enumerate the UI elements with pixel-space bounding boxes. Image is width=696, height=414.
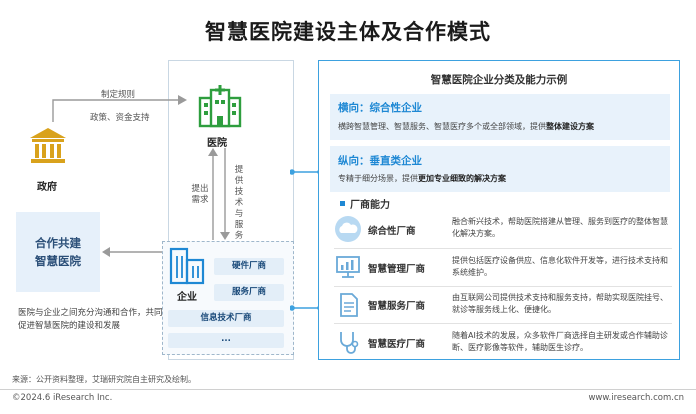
panel-title: 智慧医院企业分类及能力示例: [430, 74, 568, 86]
capability-desc-management: 提供包括医疗设备供应、信息化软件开发等，进行技术支持和系统维护。: [452, 256, 668, 277]
policy-label: 政策、资金支持: [90, 113, 150, 123]
footer-divider: [0, 389, 696, 390]
capability-heading: 厂商能力: [350, 200, 390, 211]
service-vendor: 服务厂商: [214, 284, 284, 301]
government-label: 政府: [37, 182, 57, 193]
cooperation-arrow: [102, 247, 162, 257]
cloud-icon: [335, 216, 361, 242]
vertical-band: [330, 146, 670, 192]
rule-label: 制定规则: [101, 90, 136, 100]
demand-label-2: 出: [200, 184, 209, 194]
cooperation-box: 合作共建 智慧医院: [16, 212, 100, 292]
supply-char-5: 与: [234, 209, 244, 219]
policy-arrow: [52, 95, 187, 122]
horizontal-band: [330, 94, 670, 140]
hospital-label: 医院: [207, 138, 227, 149]
capability-name-medical: 智慧医疗厂商: [368, 339, 426, 350]
capability-desc-medical: 随着AI技术的发展，众多软件厂商选择自主研发或合作辅助诊断、医疗影像等软件，辅助…: [452, 331, 668, 352]
supply-char-7: 务: [234, 231, 244, 241]
section-bullet: [340, 201, 345, 206]
enterprise-label: 企业: [177, 292, 197, 303]
hospital-icon: [198, 85, 242, 128]
it-vendor: 信息技术厂商: [168, 310, 284, 327]
demand-supply-arrows: [208, 148, 230, 240]
vertical-head: 纵向：垂直类企业: [338, 155, 422, 167]
row-divider: [334, 248, 672, 249]
capability-name-management: 智慧管理厂商: [368, 264, 426, 275]
supply-char-2: 供: [234, 176, 244, 186]
stethoscope-icon: [340, 332, 359, 354]
capability-desc-integrated: 融合新兴技术，帮助医院搭建从管理、服务到医疗的整体智慧化解决方案。: [452, 217, 668, 238]
cooperation-line-2: 智慧医院: [35, 254, 81, 268]
copyright: ©2024.6 iResearch Inc.: [12, 393, 113, 403]
cooperation-line-1: 合作共建: [35, 236, 81, 250]
horizontal-body: 横跨智慧管理、智慧服务、智慧医疗多个或全部领域，提供整体建设方案: [338, 122, 594, 131]
capability-name-service: 智慧服务厂商: [368, 301, 426, 312]
page-title: 智慧医院建设主体及合作模式: [205, 20, 491, 44]
demand-label-4: 求: [200, 195, 209, 205]
cooperation-note: 医院与企业之间充分沟通和合作，共同促进智慧医院的建设和发展: [18, 308, 163, 331]
row-divider: [334, 323, 672, 324]
enterprise-icon: [169, 247, 205, 285]
website: www.iresearch.com.cn: [588, 393, 684, 403]
horizontal-head: 横向：综合性企业: [338, 102, 422, 114]
supply-char-1: 提: [234, 165, 244, 175]
source-note: 来源：公开资料整理，艾瑞研究院自主研究及绘制。: [12, 375, 196, 384]
supply-char-3: 技: [234, 187, 244, 197]
capability-name-integrated: 综合性厂商: [368, 226, 416, 237]
demand-label-1: 提: [191, 184, 200, 194]
more-vendors: ...: [168, 333, 284, 348]
supply-char-6: 服: [234, 220, 244, 230]
capability-desc-service: 由互联网公司提供技术支持和服务支持，帮助实现医院挂号、就诊等服务线上化、便捷化。: [452, 293, 668, 314]
government-icon: [30, 128, 66, 163]
hardware-vendor: 硬件厂商: [214, 258, 284, 275]
document-icon: [340, 293, 358, 317]
row-divider: [334, 286, 672, 287]
vertical-body: 专精于细分场景，提供更加专业细致的解决方案: [338, 174, 506, 183]
supply-char-4: 术: [234, 198, 244, 208]
monitor-chart-icon: [336, 256, 360, 278]
demand-label-3: 需: [191, 195, 200, 205]
